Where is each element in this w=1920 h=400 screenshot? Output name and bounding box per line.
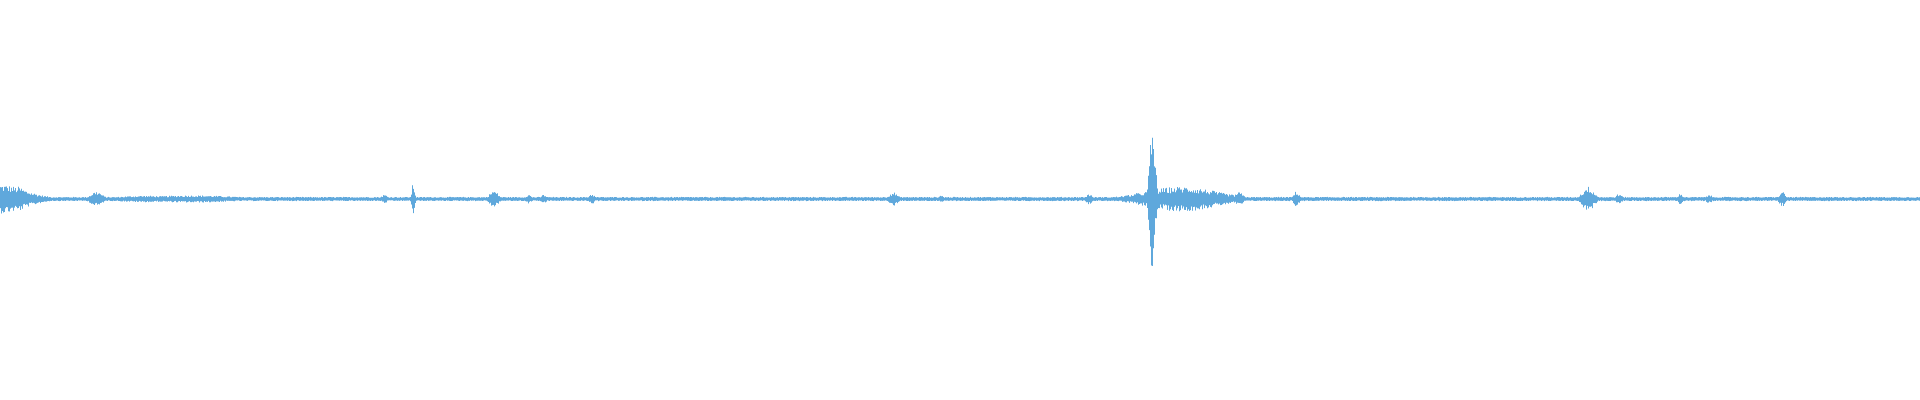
waveform-trace [0, 137, 1920, 267]
